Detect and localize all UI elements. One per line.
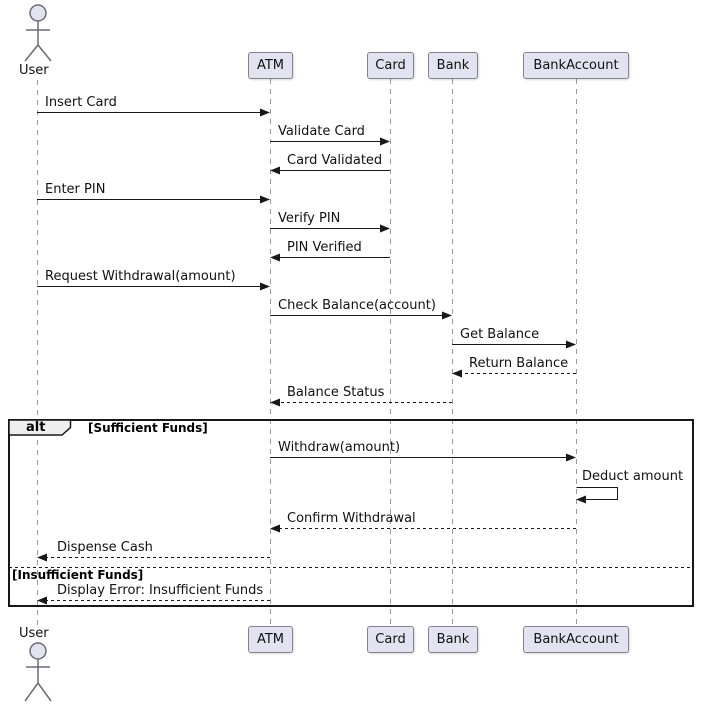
alt-frame-border [8, 419, 694, 607]
participant-bankaccount-top: BankAccount [523, 52, 629, 79]
message-insert-card: Insert Card [45, 95, 117, 110]
alt-operator-pentagon [8, 419, 72, 436]
arrow-request-withdrawal [37, 282, 270, 291]
actor-user-label-bottom: User [19, 626, 49, 641]
message-verify-pin: Verify PIN [278, 211, 341, 226]
participant-bankaccount-bottom: BankAccount [523, 626, 629, 653]
arrow-return-balance [452, 369, 576, 378]
participant-bank-bottom: Bank [428, 626, 478, 653]
arrow-get-balance [452, 340, 576, 349]
message-check-balance: Check Balance(account) [278, 298, 436, 313]
actor-user-label-top: User [19, 63, 49, 78]
arrow-balance-status [270, 398, 452, 407]
alt-operator-label: alt [26, 420, 46, 435]
arrow-check-balance [270, 311, 452, 320]
message-return-balance: Return Balance [469, 356, 569, 371]
alt-condition-insufficient: [Insufficient Funds] [12, 568, 144, 582]
arrow-dispense-cash [37, 553, 270, 562]
actor-user-figure-bottom [24, 642, 52, 702]
arrow-display-error [37, 596, 270, 605]
arrow-deduct-amount-self [576, 487, 618, 504]
arrow-insert-card [37, 108, 270, 117]
actor-user-figure-top [24, 4, 52, 62]
arrow-validate-card [270, 137, 390, 146]
arrow-confirm-withdrawal [270, 524, 576, 533]
participant-card-bottom: Card [367, 626, 414, 653]
message-validate-card: Validate Card [278, 124, 365, 139]
message-balance-status: Balance Status [287, 385, 385, 400]
arrow-verify-pin [270, 224, 390, 233]
arrow-card-validated [270, 166, 390, 175]
message-get-balance: Get Balance [460, 327, 540, 342]
message-confirm-withdrawal: Confirm Withdrawal [287, 511, 416, 526]
arrow-pin-verified [270, 253, 390, 262]
message-card-validated: Card Validated [287, 153, 383, 168]
participant-card-top: Card [367, 52, 414, 79]
message-withdraw-amount: Withdraw(amount) [278, 440, 401, 455]
arrow-enter-pin [37, 195, 270, 204]
message-request-withdrawal: Request Withdrawal(amount) [45, 269, 236, 284]
message-pin-verified: PIN Verified [287, 240, 362, 255]
alt-condition-sufficient: [Sufficient Funds] [88, 421, 208, 435]
participant-bank-top: Bank [428, 52, 478, 79]
message-enter-pin: Enter PIN [45, 182, 106, 197]
participant-atm-top: ATM [248, 52, 293, 79]
message-deduct-amount: Deduct amount [582, 469, 684, 484]
participant-atm-bottom: ATM [248, 626, 293, 653]
arrow-withdraw-amount [270, 453, 576, 462]
message-display-error: Display Error: Insufficient Funds [57, 583, 264, 598]
message-dispense-cash: Dispense Cash [57, 540, 153, 555]
